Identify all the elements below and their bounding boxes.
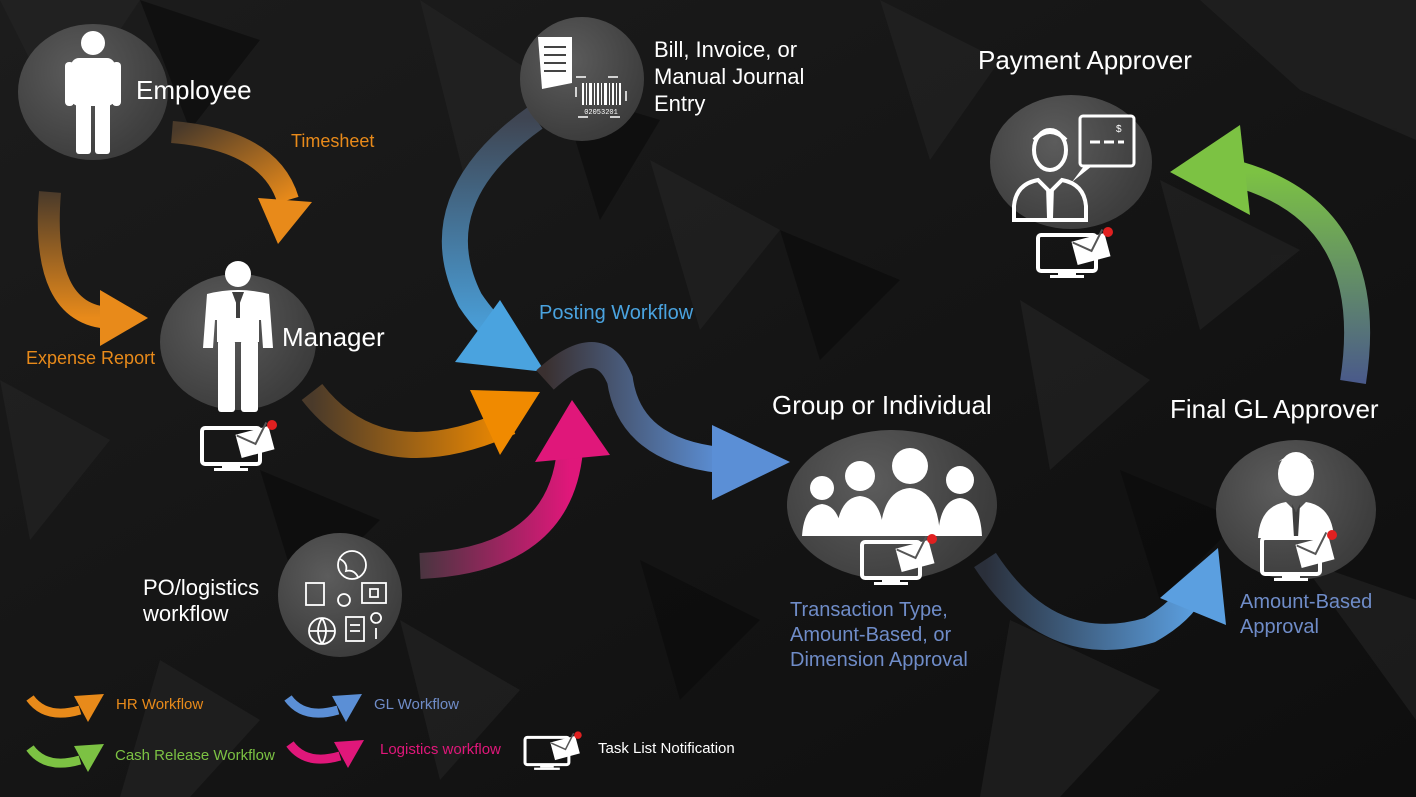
group-sub-3: Dimension Approval: [790, 649, 968, 671]
monitor-mail-icon: [860, 534, 937, 585]
group-sub-1: Transaction Type,: [790, 599, 948, 621]
svg-text:$: $: [1116, 124, 1122, 135]
final-gl-sub-1: Amount-Based: [1240, 591, 1373, 613]
person-icon: [65, 31, 121, 154]
bill-label-1: Bill, Invoice, or: [654, 37, 798, 62]
payment-approver-icon: $: [1012, 114, 1136, 222]
group-node: [787, 430, 997, 580]
po-logistics-node: [278, 533, 402, 657]
payment-approver-label: Payment Approver: [978, 45, 1192, 75]
legend-hr-label: HR Workflow: [116, 696, 204, 713]
logistics-workflow-swatch: [286, 740, 364, 768]
logistics-icons: [305, 550, 387, 645]
monitor-mail-icon: [200, 420, 277, 471]
legend-gl-label: GL Workflow: [374, 696, 460, 713]
bill-label-2: Manual Journal: [654, 64, 805, 89]
barcode-number: 02053201: [584, 109, 618, 117]
group-icon: [802, 448, 982, 536]
final-gl-label: Final GL Approver: [1170, 394, 1379, 424]
expense-report-label: Expense Report: [26, 348, 156, 368]
legend-task-label: Task List Notification: [598, 740, 735, 757]
final-gl-sub-2: Approval: [1240, 616, 1319, 638]
document-barcode-icon: 02053201: [538, 37, 627, 118]
employee-node: [18, 24, 168, 160]
po-label-1: PO/logistics: [143, 575, 260, 600]
hr-workflow-swatch: [26, 694, 104, 722]
bill-node: 02053201: [520, 17, 644, 141]
po-label-2: workflow: [143, 601, 229, 626]
approver-icon: [1258, 452, 1334, 538]
legend-cash-label: Cash Release Workflow: [115, 747, 275, 764]
monitor-mail-icon: [523, 731, 582, 770]
final-gl-node: [1216, 440, 1376, 580]
bill-label-3: Entry: [654, 91, 706, 116]
group-label: Group or Individual: [772, 390, 992, 420]
manager-label: Manager: [282, 322, 385, 352]
group-sub-2: Amount-Based, or: [790, 624, 952, 646]
employee-label: Employee: [136, 75, 252, 105]
legend-logistics-label: Logistics workflow: [380, 741, 501, 758]
manager-node: [160, 261, 316, 412]
businessman-icon: [203, 261, 273, 412]
timesheet-label: Timesheet: [291, 131, 375, 151]
gl-workflow-swatch: [284, 694, 362, 722]
posting-workflow-label: Posting Workflow: [539, 302, 694, 324]
monitor-mail-icon: [1260, 530, 1337, 581]
cash-release-swatch: [26, 744, 104, 772]
payment-approver-node: $: [990, 95, 1152, 229]
monitor-mail-icon: [1036, 227, 1113, 278]
